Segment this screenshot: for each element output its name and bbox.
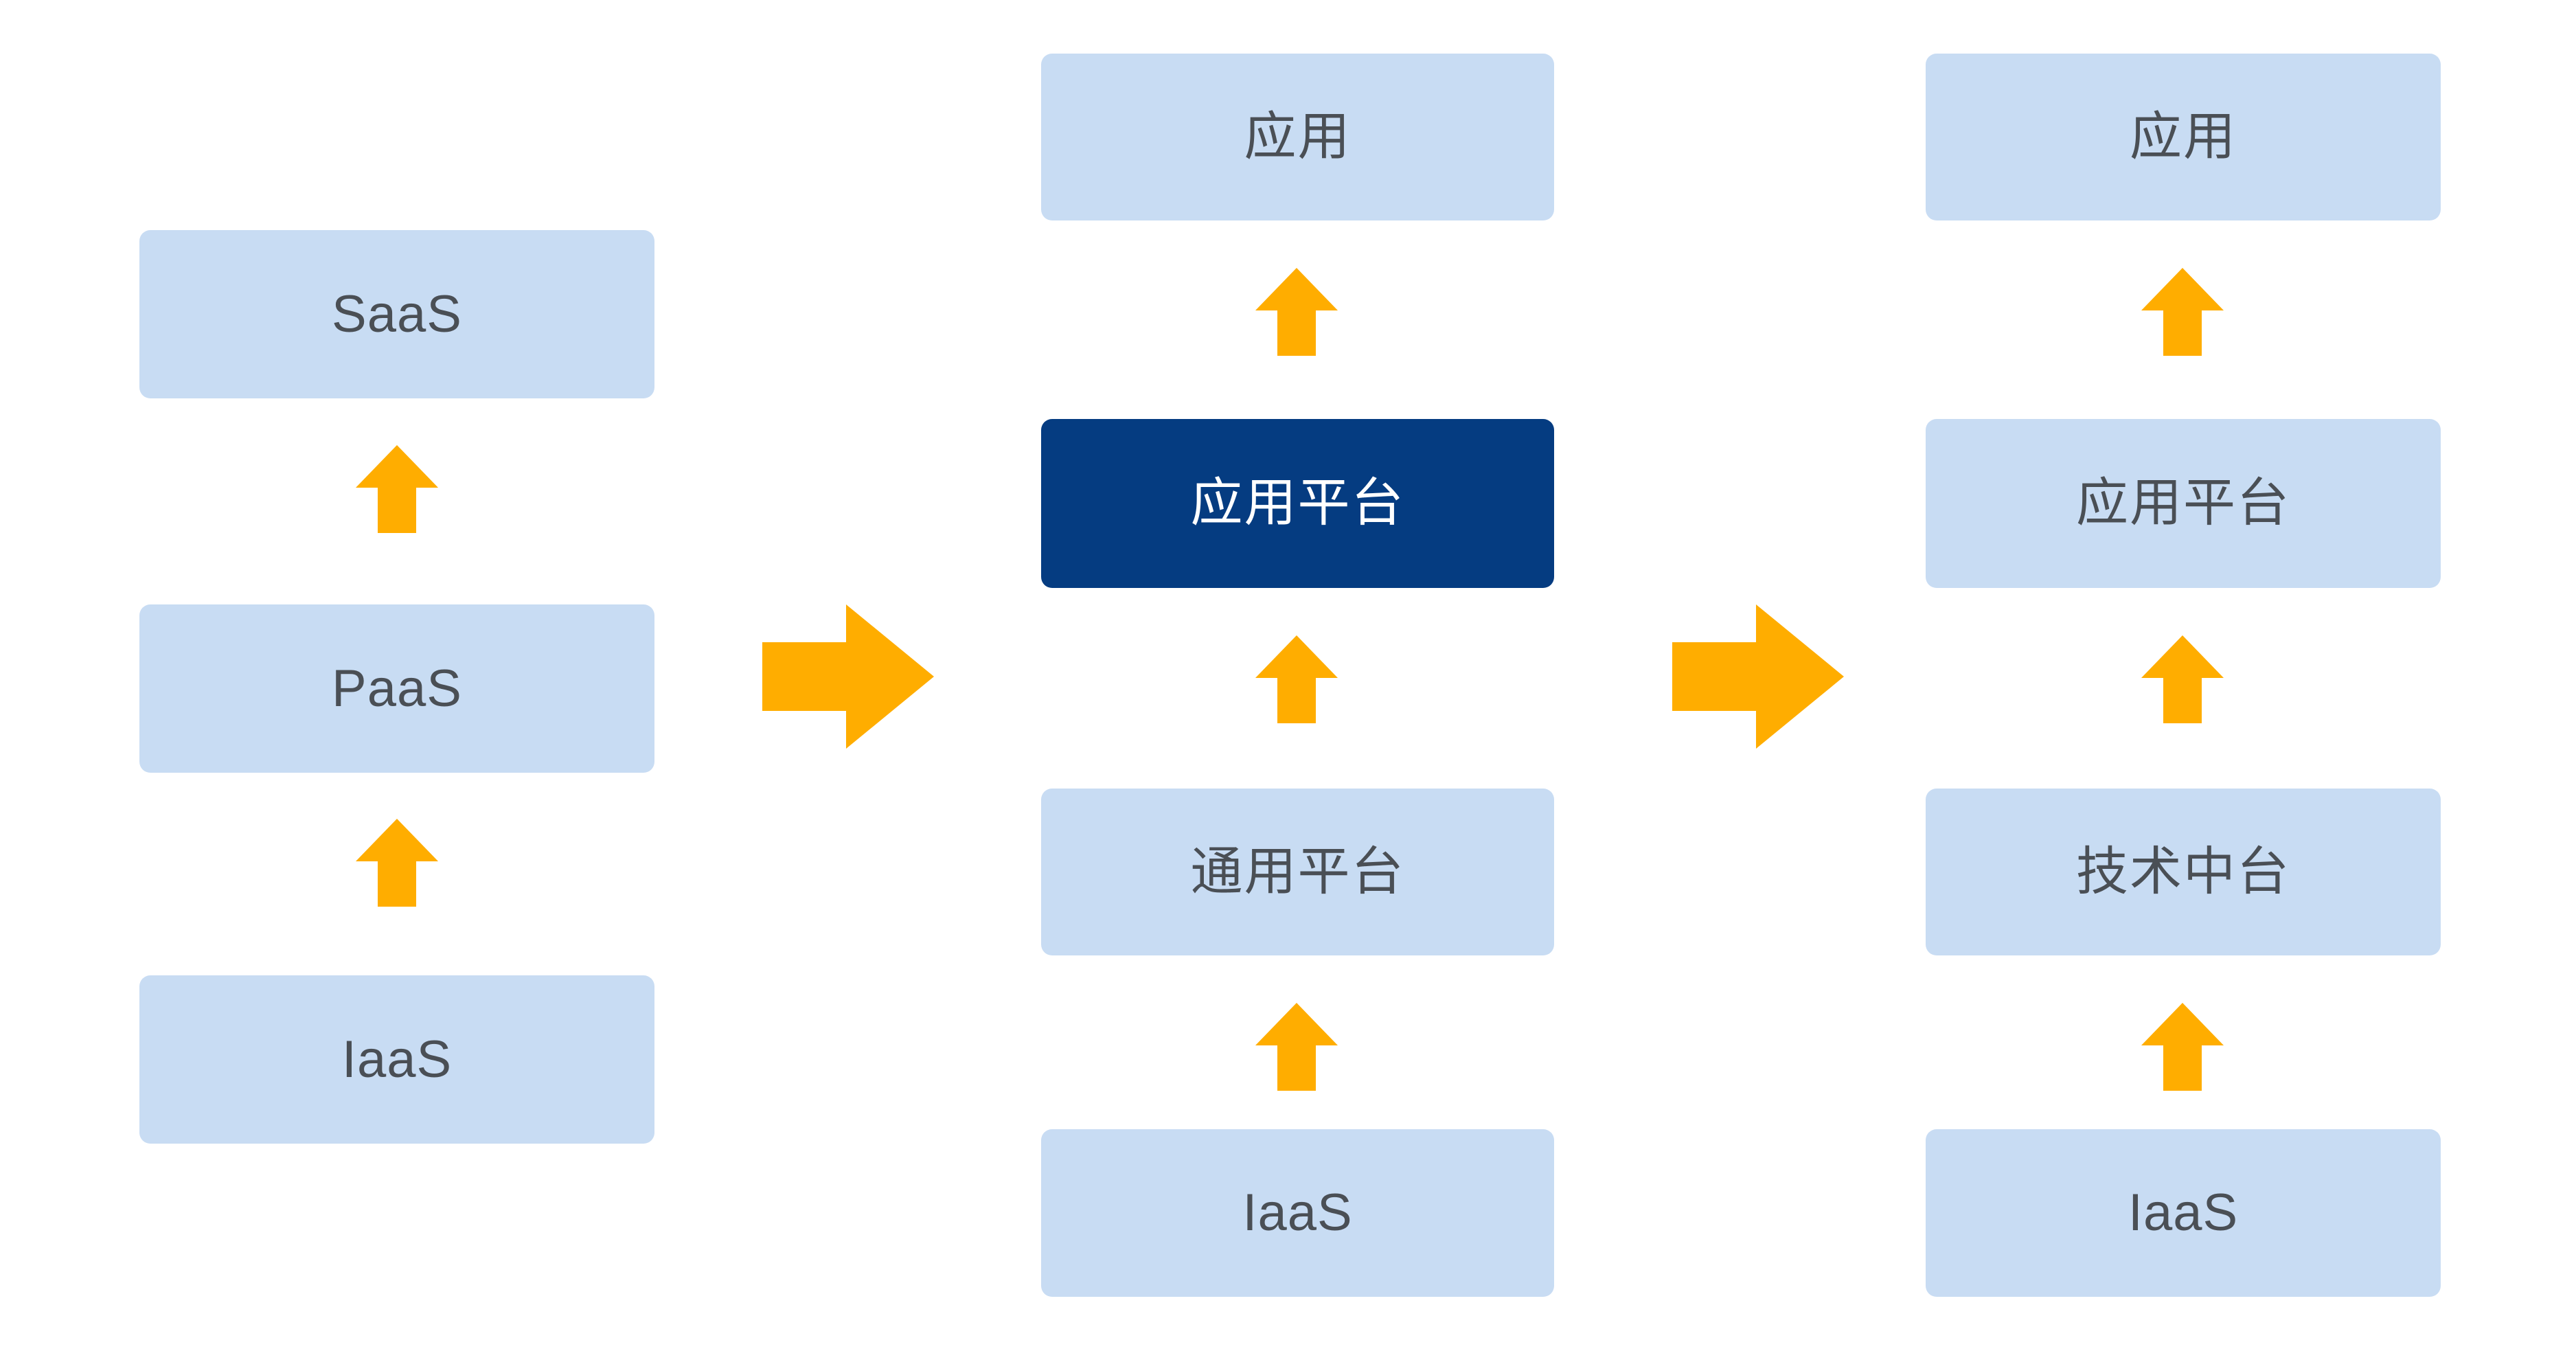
layer-box-paas[interactable]: PaaS — [139, 604, 654, 773]
arrow-up-icon-iaas-to-paas — [356, 819, 438, 907]
layer-label-application-col3: 应用 — [2130, 107, 2237, 166]
arrow-right-icon-transition-1 — [762, 604, 934, 749]
layer-box-saas[interactable]: SaaS — [139, 230, 654, 398]
layer-box-application-col2[interactable]: 应用 — [1041, 54, 1554, 220]
layer-label-iaas-col2: IaaS — [1242, 1183, 1353, 1242]
layer-label-application-col2: 应用 — [1244, 107, 1352, 166]
layer-box-iaas-col2[interactable]: IaaS — [1041, 1129, 1554, 1297]
layer-box-application-platform-col2[interactable]: 应用平台 — [1041, 419, 1554, 588]
arrow-up-icon-paas-to-saas — [356, 445, 438, 533]
arrow-up-icon-appplatform-to-application-col3 — [2141, 268, 2224, 356]
arrow-up-icon-techmiddle-to-appplatform-col3 — [2141, 635, 2224, 723]
layer-box-iaas[interactable]: IaaS — [139, 975, 654, 1144]
arrow-up-icon-iaas-to-techmiddle-col3 — [2141, 1003, 2224, 1091]
arrow-up-icon-generalplatform-to-appplatform-col2 — [1255, 635, 1338, 723]
layer-label-paas: PaaS — [332, 659, 462, 718]
layer-label-iaas-col3: IaaS — [2128, 1183, 2239, 1242]
layer-label-technology-middle-platform-col3: 技术中台 — [2076, 842, 2290, 901]
layer-label-application-platform-col2: 应用平台 — [1190, 474, 1405, 532]
arrow-right-icon-transition-2 — [1672, 604, 1844, 749]
layer-box-general-platform-col2[interactable]: 通用平台 — [1041, 789, 1554, 955]
layer-box-application-platform-col3[interactable]: 应用平台 — [1926, 419, 2441, 588]
layer-label-application-platform-col3: 应用平台 — [2076, 474, 2290, 532]
arrow-up-icon-appplatform-to-application-col2 — [1255, 268, 1338, 356]
layer-label-saas: SaaS — [332, 284, 462, 343]
layer-label-general-platform-col2: 通用平台 — [1190, 842, 1405, 901]
layer-box-iaas-col3[interactable]: IaaS — [1926, 1129, 2441, 1297]
layer-label-iaas: IaaS — [341, 1030, 453, 1089]
layer-box-technology-middle-platform-col3[interactable]: 技术中台 — [1926, 789, 2441, 955]
arrow-up-icon-iaas-to-generalplatform-col2 — [1255, 1003, 1338, 1091]
layer-box-application-col3[interactable]: 应用 — [1926, 54, 2441, 220]
